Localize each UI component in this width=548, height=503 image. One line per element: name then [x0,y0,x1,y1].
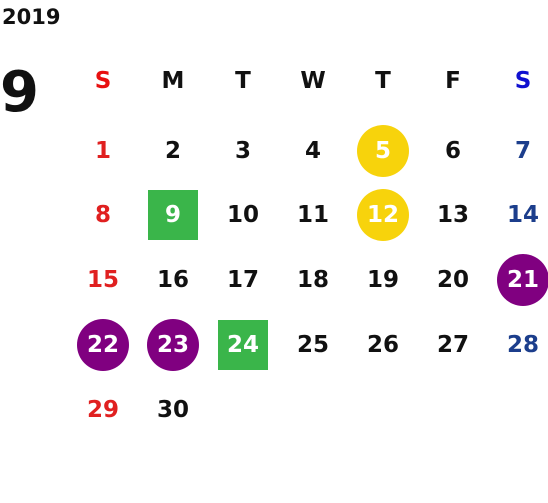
day-number: 15 [86,267,119,293]
day-number: 4 [304,138,321,164]
day-cell[interactable]: 25 [278,320,348,370]
day-number: 30 [156,397,189,423]
day-number: 20 [436,267,469,293]
day-number: 26 [366,332,399,358]
day-cell[interactable]: 9 [138,190,208,240]
weekday-header: T [235,68,251,94]
day-number: 6 [444,138,461,164]
day-cell[interactable]: 16 [138,255,208,305]
day-cell[interactable]: 14 [488,190,548,240]
day-cell[interactable]: 23 [138,320,208,370]
day-number: 19 [366,267,399,293]
day-number: 17 [226,267,259,293]
day-cell[interactable]: 29 [68,385,138,435]
day-number: 18 [296,267,329,293]
day-cell[interactable]: 30 [138,385,208,435]
weekday-header: M [161,68,185,94]
day-cell[interactable]: 18 [278,255,348,305]
day-number: 3 [234,138,251,164]
day-cell[interactable]: 12 [348,190,418,240]
day-number: 29 [86,397,119,423]
day-number: 1 [94,138,111,164]
day-cell[interactable]: 27 [418,320,488,370]
day-number: 11 [296,202,329,228]
weekday-header: F [445,68,461,94]
day-number: 5 [374,138,391,164]
day-cell[interactable]: 28 [488,320,548,370]
day-cell[interactable]: 26 [348,320,418,370]
day-cell[interactable]: 13 [418,190,488,240]
day-cell[interactable]: 8 [68,190,138,240]
day-number: 24 [226,332,259,358]
day-cell[interactable]: 2 [138,126,208,176]
day-cell[interactable]: 20 [418,255,488,305]
day-cell[interactable]: 4 [278,126,348,176]
weekday-header: T [375,68,391,94]
day-cell[interactable]: 1 [68,126,138,176]
day-cell[interactable]: 22 [68,320,138,370]
day-number: 28 [506,332,539,358]
day-cell[interactable]: 7 [488,126,548,176]
day-cell[interactable]: 15 [68,255,138,305]
day-number: 21 [506,267,539,293]
day-number: 25 [296,332,329,358]
day-number: 10 [226,202,259,228]
day-number: 22 [86,332,119,358]
day-number: 13 [436,202,469,228]
day-cell[interactable]: 21 [488,255,548,305]
day-cell[interactable]: 5 [348,126,418,176]
weekday-header: W [300,68,326,94]
day-cell[interactable]: 3 [208,126,278,176]
day-number: 2 [164,138,181,164]
day-cell[interactable]: 17 [208,255,278,305]
day-cell[interactable]: 11 [278,190,348,240]
weekday-header: S [514,68,532,94]
day-cell[interactable]: 24 [208,320,278,370]
month-number: 9 [0,60,39,125]
day-number: 9 [164,202,181,228]
day-number: 16 [156,267,189,293]
day-cell[interactable]: 6 [418,126,488,176]
year-label: 2019 [2,5,61,29]
day-number: 8 [94,202,111,228]
day-cell[interactable]: 19 [348,255,418,305]
day-number: 12 [366,202,399,228]
day-number: 27 [436,332,469,358]
day-number: 23 [156,332,189,358]
day-cell[interactable]: 10 [208,190,278,240]
weekday-header: S [94,68,112,94]
day-number: 7 [514,138,531,164]
day-number: 14 [506,202,539,228]
